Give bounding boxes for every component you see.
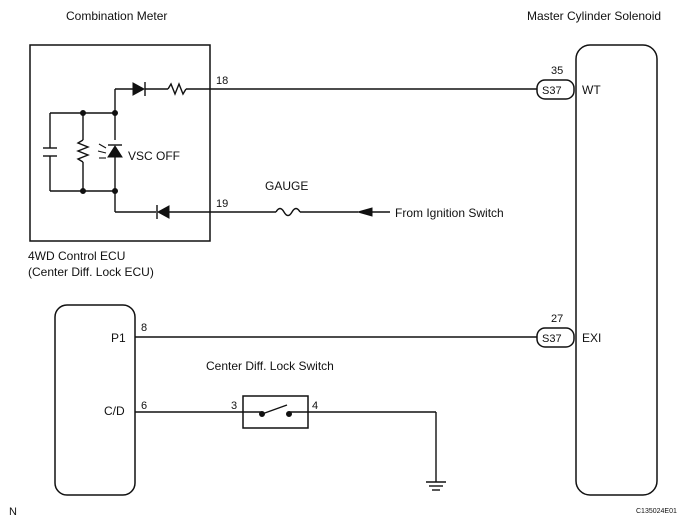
capacitor-icon [43,147,57,157]
switch-pin-3: 3 [231,400,237,412]
from-ignition-switch-label: From Ignition Switch [395,206,504,220]
diagram-code: C135024E01 [636,508,677,515]
meter-pin-19: 19 [216,198,228,210]
ecu-label-line1: 4WD Control ECU [28,249,125,263]
connector-label: S37 [542,333,562,345]
master-cylinder-solenoid-box [575,44,658,496]
vsc-off-label: VSC OFF [128,149,180,163]
switch-pin-4: 4 [312,400,318,412]
ecu-terminal-p1: P1 [111,331,126,345]
combination-meter-label: Combination Meter [66,9,167,23]
diode-icon [156,205,170,219]
ecu-box [54,304,136,496]
solenoid-pin-35: 35 [551,65,563,77]
solenoid-terminal-exi: EXI [582,331,601,345]
corner-n-label: N [9,506,17,518]
ecu-label-line2: (Center Diff. Lock ECU) [28,265,154,279]
resistor-icon [167,82,187,96]
ground-icon [426,481,446,491]
connector-label: S37 [542,85,562,97]
meter-pin-18: 18 [216,75,228,87]
connector-s37-wt: S37 [536,79,575,100]
led-icon [97,143,123,159]
arrow-icon [356,207,373,217]
master-cylinder-solenoid-label: Master Cylinder Solenoid [527,9,661,23]
combination-meter-box [29,44,211,242]
ecu-pin-6: 6 [141,400,147,412]
fuse-icon [275,207,301,217]
resistor-icon [76,139,90,163]
wire-19-gauge [210,207,390,217]
switch-icon [242,395,309,429]
center-diff-lock-switch-label: Center Diff. Lock Switch [206,359,334,373]
connector-s37-exi: S37 [536,327,575,348]
meter-internal-circuit [43,82,210,219]
ecu-terminal-cd: C/D [104,404,125,418]
wire-cd-switch-ground [135,395,446,491]
diode-icon [132,82,146,96]
solenoid-terminal-wt: WT [582,83,601,97]
ecu-pin-8: 8 [141,322,147,334]
solenoid-pin-27: 27 [551,313,563,325]
gauge-label: GAUGE [265,179,308,193]
